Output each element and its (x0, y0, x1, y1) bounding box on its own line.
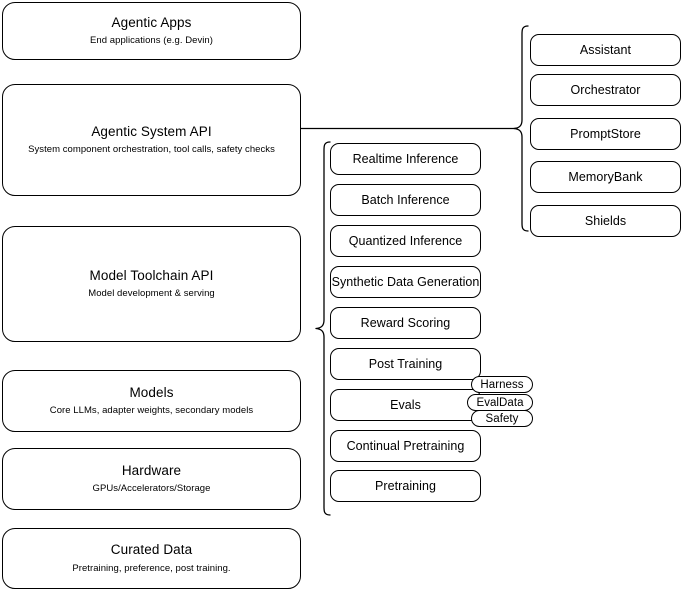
layer-subtitle: Model development & serving (88, 288, 215, 300)
capability-realtime-inference[interactable]: Realtime Inference (330, 143, 481, 175)
evals-subitem-safety[interactable]: Safety (471, 410, 533, 427)
component-promptstore[interactable]: PromptStore (530, 118, 681, 150)
layer-title: Agentic System API (91, 123, 212, 139)
layer-curated-data[interactable]: Curated Data Pretraining, preference, po… (2, 528, 301, 589)
component-shields[interactable]: Shields (530, 205, 681, 237)
evals-subitem-harness[interactable]: Harness (471, 376, 533, 393)
layer-subtitle: Pretraining, preference, post training. (72, 562, 231, 574)
component-assistant[interactable]: Assistant (530, 34, 681, 66)
layer-agentic-apps[interactable]: Agentic Apps End applications (e.g. Devi… (2, 2, 301, 60)
layer-title: Hardware (121, 462, 182, 478)
capability-quantized-inference[interactable]: Quantized Inference (330, 225, 481, 257)
connector-system-api-to-components (300, 120, 520, 138)
layer-models[interactable]: Models Core LLMs, adapter weights, secon… (2, 370, 301, 432)
capability-reward-scoring[interactable]: Reward Scoring (330, 307, 481, 339)
brace-system-components (512, 24, 530, 244)
layer-hardware[interactable]: Hardware GPUs/Accelerators/Storage (2, 448, 301, 510)
layer-subtitle: Core LLMs, adapter weights, secondary mo… (49, 405, 254, 417)
layer-subtitle: End applications (e.g. Devin) (90, 35, 213, 47)
layer-subtitle: GPUs/Accelerators/Storage (92, 483, 211, 495)
layer-model-toolchain-api[interactable]: Model Toolchain API Model development & … (2, 226, 301, 342)
evals-subitem-evaldata[interactable]: EvalData (467, 394, 533, 411)
layer-subtitle: System component orchestration, tool cal… (28, 144, 275, 156)
capability-pretraining[interactable]: Pretraining (330, 470, 481, 502)
brace-toolchain-capabilities (300, 140, 332, 520)
layer-agentic-system-api[interactable]: Agentic System API System component orch… (2, 84, 301, 196)
capability-post-training[interactable]: Post Training (330, 348, 481, 380)
component-memorybank[interactable]: MemoryBank (530, 161, 681, 193)
capability-evals[interactable]: Evals (330, 389, 481, 421)
layer-title: Curated Data (110, 542, 193, 558)
layer-title: Models (129, 384, 174, 400)
layer-title: Model Toolchain API (89, 267, 214, 283)
capability-batch-inference[interactable]: Batch Inference (330, 184, 481, 216)
capability-continual-pretraining[interactable]: Continual Pretraining (330, 430, 481, 462)
capability-synthetic-data-generation[interactable]: Synthetic Data Generation (330, 266, 481, 298)
layer-title: Agentic Apps (111, 14, 192, 30)
component-orchestrator[interactable]: Orchestrator (530, 74, 681, 106)
